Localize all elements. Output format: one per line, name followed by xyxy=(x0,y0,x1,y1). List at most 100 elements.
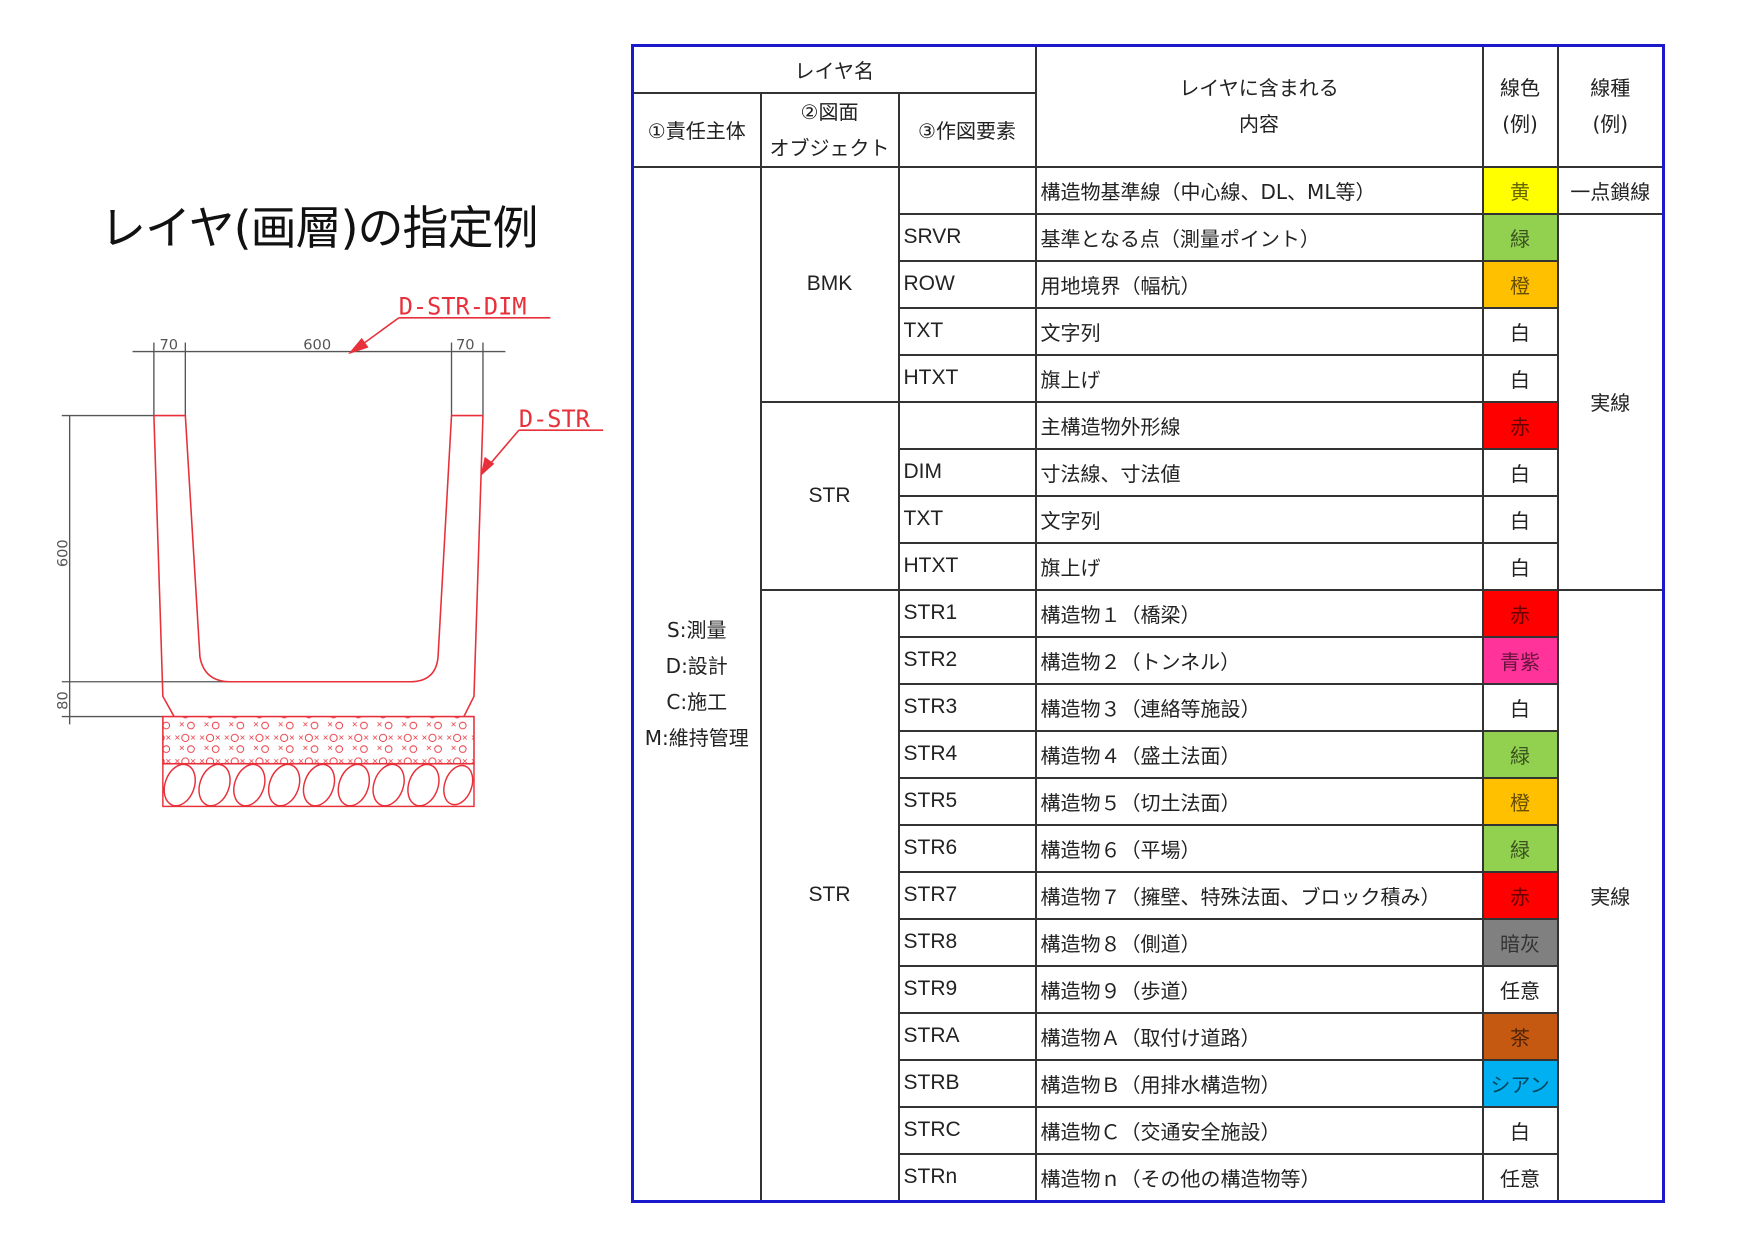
element-cell: HTXT xyxy=(897,541,1037,591)
layer-specification-table: レイヤ名 レイヤに含まれる内容 線色 (例) 線種 (例) ①責任主体 ②図面オブジ… xyxy=(631,44,1666,1203)
content-cell: 基準となる点（測量ポイント） xyxy=(1034,212,1484,262)
element-cell: STR1 xyxy=(897,588,1037,638)
element-cell: STRB xyxy=(897,1058,1037,1108)
line-type-cell: 一点鎖線 xyxy=(1556,165,1665,215)
header-color-line1: 線色 xyxy=(1500,76,1541,101)
str-layer-label: D-STR xyxy=(519,405,591,433)
line-color-cell: 白 xyxy=(1481,353,1559,403)
content-cell: 構造物８（側道） xyxy=(1034,917,1484,967)
table-row: STR 主構造物外形線赤 xyxy=(633,400,1664,591)
dim-height: 600 xyxy=(54,539,71,567)
line-color-cell: 緑 xyxy=(1481,212,1559,262)
element-cell: STR4 xyxy=(897,729,1037,779)
header-linetype-line2: (例) xyxy=(1592,112,1629,137)
header-responsible: ①責任主体 xyxy=(631,91,762,168)
header-linetype-line1: 線種 xyxy=(1590,76,1631,101)
u-ditch-outline xyxy=(153,414,484,717)
content-cell: 構造物７（擁壁、特殊法面、ブロック積み） xyxy=(1034,870,1484,920)
content-cell: 用地境界（幅杭） xyxy=(1034,259,1484,309)
element-cell: STR7 xyxy=(897,870,1037,920)
rubble-base xyxy=(162,763,475,808)
line-color-cell: 茶 xyxy=(1481,1011,1559,1061)
content-cell: 構造物ｎ（その他の構造物等） xyxy=(1034,1152,1484,1202)
element-cell: STRn xyxy=(897,1152,1037,1202)
element-cell: STR3 xyxy=(897,682,1037,732)
line-color-cell: 緑 xyxy=(1481,729,1559,779)
content-cell: 主構造物外形線 xyxy=(1034,400,1484,450)
element-cell: TXT xyxy=(897,306,1037,356)
content-cell: 寸法線、寸法値 xyxy=(1034,447,1484,497)
header-color-line2: (例) xyxy=(1502,112,1538,137)
content-cell: 文字列 xyxy=(1034,494,1484,544)
element-cell: STR9 xyxy=(897,964,1037,1014)
gravel-base xyxy=(162,715,475,765)
line-color-cell: 赤 xyxy=(1481,870,1559,920)
responsible-item: C:施工 xyxy=(666,689,728,714)
content-cell: 構造物Ｂ（用排水構造物） xyxy=(1034,1058,1484,1108)
element-cell: STRA xyxy=(897,1011,1037,1061)
element-cell: STR8 xyxy=(897,917,1037,967)
content-cell: 旗上げ xyxy=(1034,541,1484,591)
responsible-item: D:設計 xyxy=(665,653,728,678)
line-color-cell: 赤 xyxy=(1481,588,1559,638)
line-color-cell: 緑 xyxy=(1481,823,1559,873)
layer-leaders xyxy=(348,317,604,477)
dim-layer-label: D-STR-DIM xyxy=(399,292,527,320)
line-color-cell: 暗灰 xyxy=(1481,917,1559,967)
content-cell: 構造物３（連絡等施設） xyxy=(1034,682,1484,732)
line-color-cell: 白 xyxy=(1481,447,1559,497)
content-cell: 文字列 xyxy=(1034,306,1484,356)
header-line-type: 線種 (例) xyxy=(1556,44,1665,168)
object-group-cell: BMK xyxy=(759,165,900,403)
element-cell: HTXT xyxy=(897,353,1037,403)
header-content-line1: レイヤに含まれる xyxy=(1179,76,1339,101)
element-cell: STR2 xyxy=(897,635,1037,685)
line-color-cell: シアン xyxy=(1481,1058,1559,1108)
content-cell: 構造物４（盛土法面） xyxy=(1034,729,1484,779)
element-cell: TXT xyxy=(897,494,1037,544)
object-group-cell: STR xyxy=(759,588,900,1202)
line-color-cell: 白 xyxy=(1481,494,1559,544)
object-group-cell: STR xyxy=(759,400,900,591)
line-color-cell: 白 xyxy=(1481,306,1559,356)
line-color-cell: 白 xyxy=(1481,682,1559,732)
dim-base: 80 xyxy=(54,691,71,710)
element-cell xyxy=(897,400,1037,450)
line-color-cell: 青紫 xyxy=(1481,635,1559,685)
content-cell: 構造物９（歩道） xyxy=(1034,964,1484,1014)
line-type-cell: 実線 xyxy=(1556,588,1665,1202)
header-line-color: 線色 (例) xyxy=(1481,44,1559,168)
element-cell: SRVR xyxy=(897,212,1037,262)
element-cell: DIM xyxy=(897,447,1037,497)
content-cell: 構造物６（平場） xyxy=(1034,823,1484,873)
header-layer-name: レイヤ名 xyxy=(631,44,1037,94)
header-object: ②図面オブジェクト xyxy=(759,91,900,168)
line-color-cell: 白 xyxy=(1481,541,1559,591)
line-color-cell: 赤 xyxy=(1481,400,1559,450)
content-cell: 構造物Ｃ（交通安全施設） xyxy=(1034,1105,1484,1155)
content-cell: 構造物５（切土法面） xyxy=(1034,776,1484,826)
header-content: レイヤに含まれる内容 xyxy=(1034,44,1484,168)
line-color-cell: 橙 xyxy=(1481,259,1559,309)
content-cell: 構造物基準線（中心線、DL、ML等） xyxy=(1034,165,1484,215)
element-cell: STRC xyxy=(897,1105,1037,1155)
content-cell: 旗上げ xyxy=(1034,353,1484,403)
